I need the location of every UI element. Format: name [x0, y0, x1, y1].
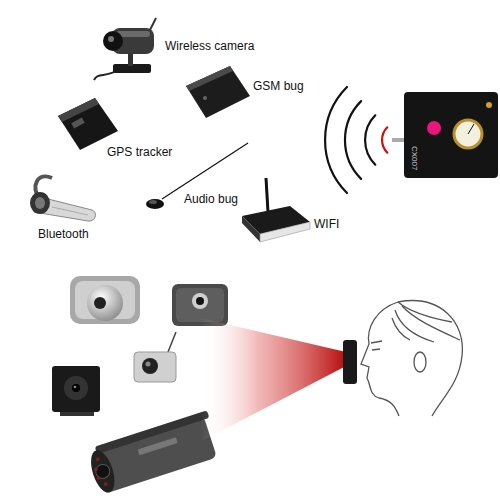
wifi-router-icon: [242, 178, 310, 242]
model-number: CX007: [410, 146, 419, 170]
bluetooth-headset-icon: [30, 177, 95, 222]
wireless-camera-icon: [94, 18, 156, 80]
person-head: [361, 301, 462, 416]
handheld-detector: [343, 340, 357, 384]
device-label: GSM bug: [253, 80, 304, 94]
device-label: Audio bug: [184, 193, 238, 207]
bug-detector-device: [392, 92, 498, 178]
pinhole-camera-icon: [52, 366, 100, 416]
signal-waves: [325, 87, 387, 193]
mini-camera-icon: [134, 332, 176, 382]
device-label: WIFI: [314, 218, 339, 232]
device-label: GPS tracker: [107, 146, 172, 160]
dome-camera-icon: [70, 276, 140, 324]
detection-beam: [200, 318, 346, 442]
gps-tracker-icon: [58, 98, 118, 150]
device-label: Bluetooth: [38, 228, 89, 242]
gsm-bug-icon: [186, 66, 250, 118]
device-label: Wireless camera: [165, 40, 254, 54]
